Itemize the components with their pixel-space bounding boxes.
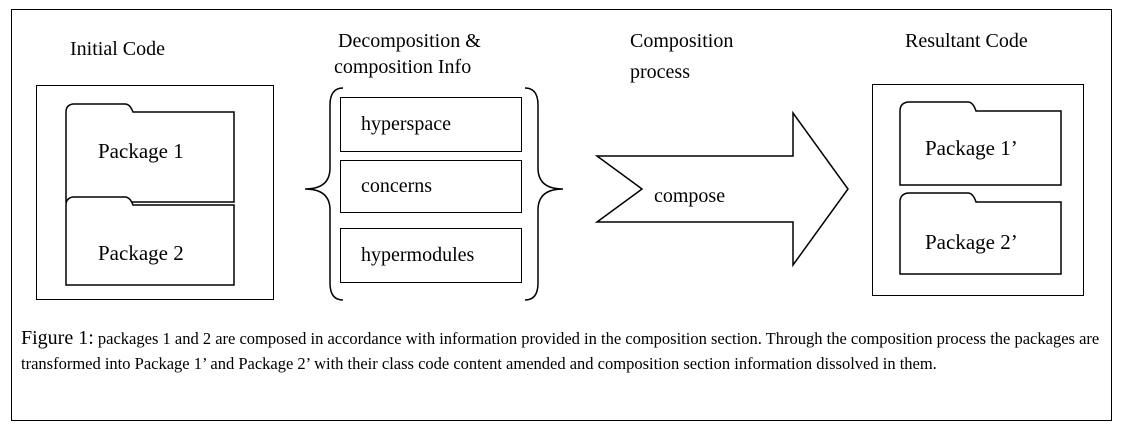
folder-icon-package-1 <box>65 103 235 203</box>
folder-icon-package-1-prime <box>899 101 1062 186</box>
right-brace <box>524 87 564 301</box>
package-1-prime-label: Package 1’ <box>925 136 1018 160</box>
info-item-concerns: concerns <box>340 160 522 213</box>
info-item-hypermodules: hypermodules <box>340 228 522 283</box>
package-1-label: Package 1 <box>98 139 184 163</box>
figure-number: Figure 1: <box>21 327 94 349</box>
left-brace <box>304 87 344 301</box>
figure-frame <box>11 9 1112 421</box>
heading-decomposition: Decomposition & <box>338 30 481 52</box>
folder-icon-package-2 <box>65 196 235 286</box>
heading-composition: Composition <box>630 30 734 52</box>
package-2-prime-label: Package 2’ <box>925 230 1018 254</box>
info-item-hyperspace: hyperspace <box>340 97 522 152</box>
heading-composition-info: composition Info <box>334 56 472 78</box>
folder-icon-package-2-prime <box>899 192 1062 275</box>
heading-resultant-code: Resultant Code <box>905 30 1028 52</box>
package-2-label: Package 2 <box>98 241 184 265</box>
heading-initial-code: Initial Code <box>70 38 165 60</box>
caption-text: packages 1 and 2 are composed in accorda… <box>21 329 1100 373</box>
heading-process: process <box>630 61 690 83</box>
figure-caption: Figure 1: packages 1 and 2 are composed … <box>21 326 1106 376</box>
compose-arrow <box>594 110 849 268</box>
compose-arrow-label: compose <box>654 185 726 207</box>
